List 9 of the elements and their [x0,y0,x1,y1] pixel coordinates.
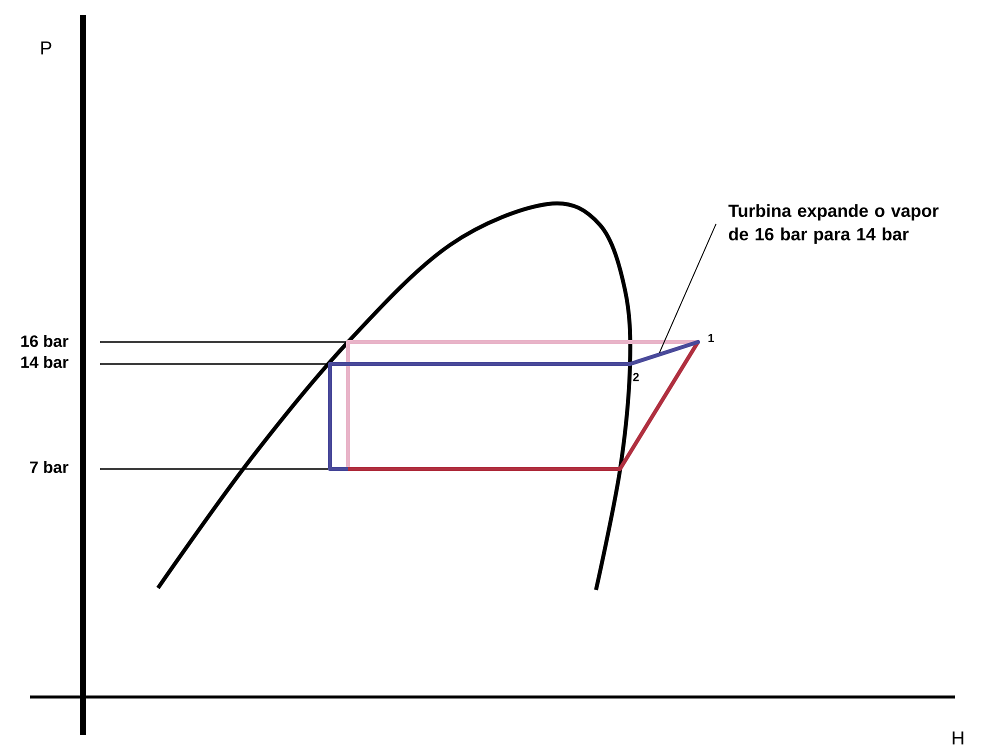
pressure-label: 14 bar [21,356,68,368]
annotation-text: Turbina expande o vapor de 16 bar para 14 bar [728,204,939,244]
axis-label: P [41,42,52,54]
axis-label: H [952,732,964,744]
leader-line [658,223,716,354]
pressure-label: 16 bar [21,334,68,347]
pressure-label: 7 bar [30,460,68,473]
expansion-line [628,340,700,366]
point-label: 1 [708,334,714,342]
